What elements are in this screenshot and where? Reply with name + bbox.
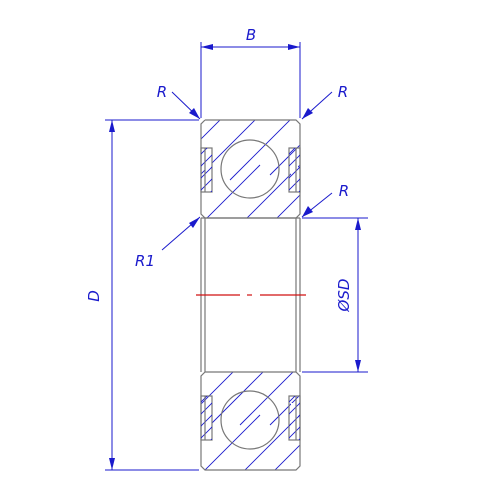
top-ball: [220, 139, 280, 199]
bottom-right-seal: [288, 395, 301, 441]
top-ring-section: [200, 119, 301, 219]
dimension-b-label: B: [246, 26, 256, 44]
radius-bore-label: R: [339, 182, 349, 200]
dimension-b: B: [200, 26, 301, 118]
radius-top-left: R: [157, 83, 201, 120]
top-right-seal: [288, 147, 301, 193]
dimension-sd: ØSD: [302, 217, 368, 373]
radius-inner-label: R1: [135, 252, 155, 270]
bottom-left-seal: [200, 395, 213, 441]
dimension-d: D: [85, 119, 199, 471]
radius-top-right-label: R: [338, 83, 348, 101]
radius-top-right: R: [301, 83, 348, 120]
radius-bore: R: [301, 182, 349, 218]
radius-inner: R1: [135, 216, 201, 270]
bottom-ball: [220, 390, 280, 450]
dimension-sd-label: ØSD: [335, 279, 353, 313]
top-left-seal: [200, 147, 213, 193]
dimension-d-label: D: [85, 290, 103, 302]
bottom-ring-section: [200, 371, 301, 471]
radius-top-left-label: R: [157, 83, 167, 101]
